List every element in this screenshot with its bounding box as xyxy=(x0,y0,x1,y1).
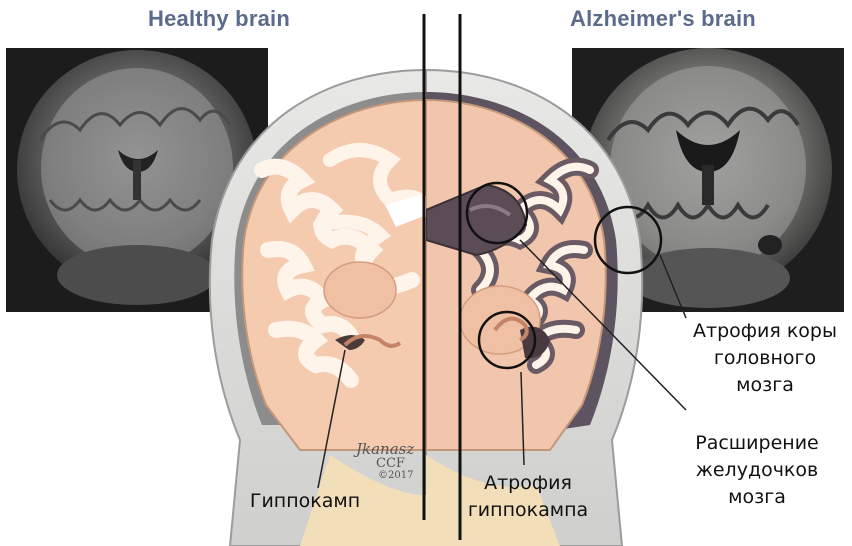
credit-year: ©2017 xyxy=(378,470,413,481)
label-cortex-atrophy: Атрофия коры головного мозга xyxy=(680,318,850,399)
credit-org: CCF xyxy=(376,456,405,471)
label-hippocampus: Гиппокамп xyxy=(232,488,378,515)
label-ventricle-enlargement: Расширение желудочков мозга xyxy=(672,430,842,511)
label-hippocampus-atrophy: Атрофия гиппокампа xyxy=(460,470,596,524)
